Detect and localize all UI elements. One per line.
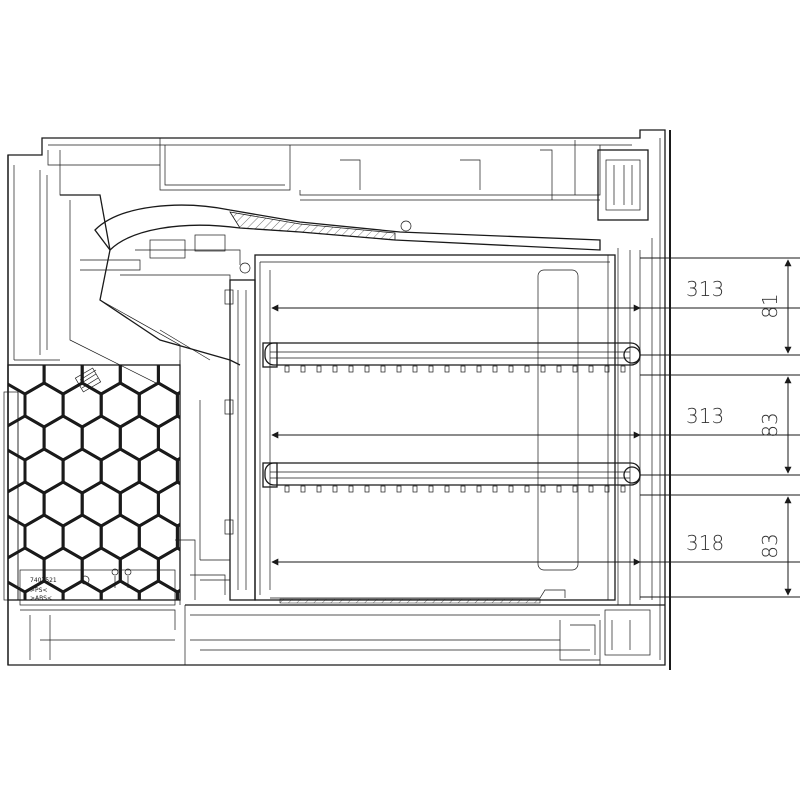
shelf-width-top: 313 (686, 277, 724, 301)
filter-grid (3, 360, 196, 605)
dimension-lines (271, 257, 800, 598)
outer-housing (7, 129, 671, 670)
part-number-label: 7407521 (30, 577, 57, 584)
dimension-labels: 313 313 318 81 83 83 (686, 277, 782, 559)
recycle-icon (80, 568, 132, 588)
material-abs-label: >ABS< (30, 595, 52, 602)
shelf-top (262, 342, 641, 373)
shelf-width-bottom: 318 (686, 531, 724, 555)
shelf-middle (262, 462, 641, 493)
label-plate: 7407521 >PS< >ABS< (19, 568, 176, 660)
shelf-height-bottom: 83 (758, 533, 782, 558)
shelf-height-middle: 83 (758, 412, 782, 437)
vent-grill-icon (74, 367, 102, 393)
shelf-width-middle: 313 (686, 404, 724, 428)
material-ps-label: >PS< (30, 587, 47, 594)
shelf-height-top: 81 (758, 293, 782, 318)
fan-duct (60, 194, 601, 400)
chamber (190, 254, 616, 604)
